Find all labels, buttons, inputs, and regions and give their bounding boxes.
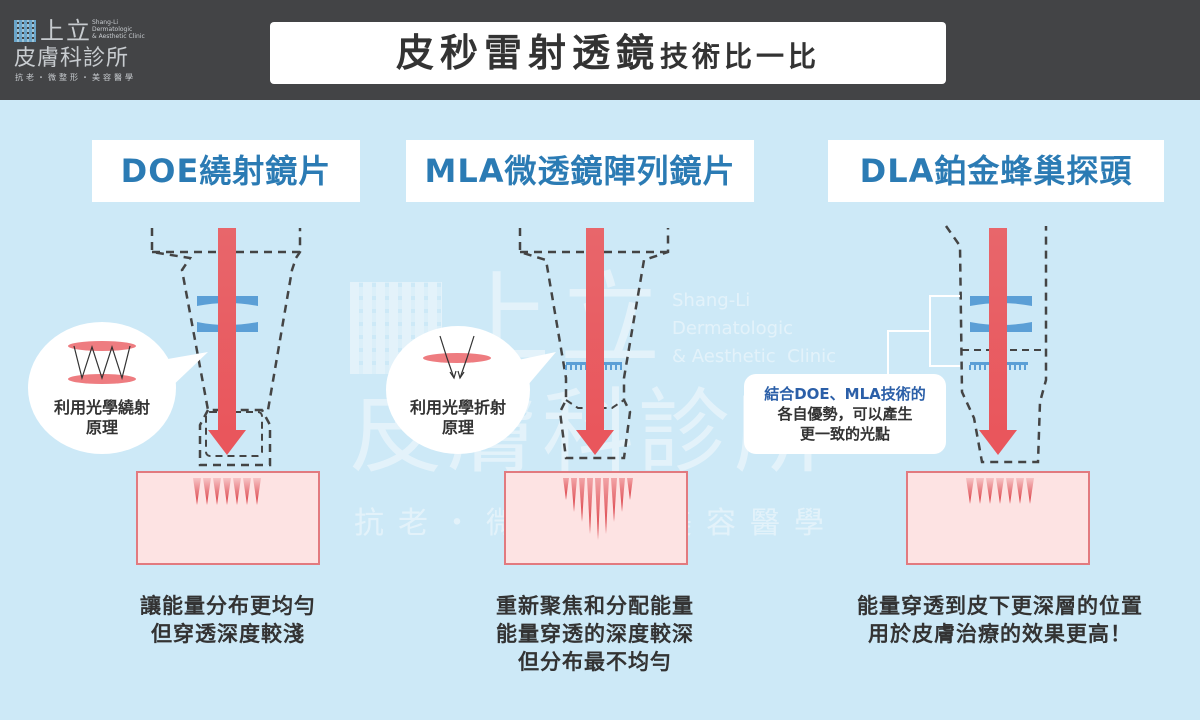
page-subtitle: 技術比一比	[660, 40, 821, 73]
dla-bracket	[887, 295, 960, 390]
doe-beam	[218, 228, 236, 433]
label-mla: MLA微透鏡陣列鏡片	[406, 140, 754, 202]
logo-grid-icon	[14, 20, 36, 42]
logo-name-top: 上立	[40, 17, 92, 45]
dla-housing-outline	[944, 225, 1048, 464]
logo-english-1: Shang-Li	[92, 19, 119, 26]
mla-refraction-arrows	[449, 370, 465, 380]
watermark-english-1: Shang-Li	[672, 290, 751, 311]
doe-energy-spikes	[193, 478, 261, 505]
mla-energy-spikes	[563, 478, 633, 540]
header-bar: 上立 Shang-Li Dermatologic & Aesthetic Cli…	[0, 0, 1200, 100]
mla-caption-line-3: 但分布最不均勻	[518, 650, 672, 674]
dla-caption-line-2: 用於皮膚治療的效果更高！	[868, 622, 1132, 646]
mla-bubble-text: 利用光學折射 原理	[390, 398, 526, 438]
dla-diagram	[744, 225, 1090, 565]
doe-caption-line-1: 讓能量分布更均勻	[140, 594, 316, 618]
doe-tip-outline	[198, 409, 272, 467]
dla-caption: 能量穿透到皮下更深層的位置 用於皮膚治療的效果更高！	[820, 592, 1180, 648]
dla-caption-line-1: 能量穿透到皮下更深層的位置	[857, 594, 1143, 618]
logo-tagline: 抗老・微整形・美容醫學	[15, 73, 136, 82]
clinic-logo: 上立 Shang-Li Dermatologic & Aesthetic Cli…	[14, 16, 164, 86]
mla-bubble-pointer	[518, 352, 556, 392]
logo-english: Shang-Li Dermatologic & Aesthetic Clinic	[92, 19, 145, 40]
doe-bubble-line-1: 利用光學繞射	[53, 398, 150, 417]
doe-bubble-text: 利用光學繞射 原理	[34, 398, 170, 438]
mla-refraction-rays	[439, 335, 475, 379]
dla-energy-spikes	[966, 478, 1034, 504]
mla-housing-outline	[518, 228, 670, 460]
label-doe: DOE繞射鏡片	[92, 140, 360, 202]
mla-caption-line-1: 重新聚焦和分配能量	[496, 594, 694, 618]
mla-caption-line-2: 能量穿透的深度較深	[496, 622, 694, 646]
doe-diffraction-zigzag	[73, 345, 131, 381]
watermark-english-2: Dermatologic	[672, 318, 793, 339]
doe-diffraction-top	[68, 341, 136, 351]
doe-beam-arrowhead	[208, 430, 246, 455]
page-title: 皮秒雷射透鏡	[395, 31, 660, 75]
dla-bubble	[744, 374, 946, 454]
doe-bubble-pointer	[162, 352, 208, 392]
logo-english-2: Dermatologic	[92, 26, 133, 33]
mla-bubble-line-1: 利用光學折射	[409, 398, 506, 417]
doe-diagram	[28, 228, 320, 565]
doe-bubble-line-2: 原理	[85, 418, 118, 437]
title-box: 皮秒雷射透鏡技術比一比	[270, 22, 946, 84]
mla-refraction-lens	[423, 353, 491, 363]
mla-beam	[586, 228, 604, 433]
watermark-english-3: & Aesthetic Clinic	[672, 346, 837, 367]
mla-bubble	[386, 326, 530, 454]
doe-bubble	[28, 322, 176, 454]
logo-name-bottom: 皮膚科診所	[14, 46, 130, 71]
dla-bubble-text: 結合DOE、MLA技術的 各自優勢，可以產生 更一致的光點	[744, 384, 946, 444]
mla-bubble-line-2: 原理	[441, 418, 474, 437]
dla-bubble-line-2: 各自優勢，可以產生	[777, 405, 913, 423]
mla-diagram	[386, 228, 688, 565]
mla-beam-arrowhead	[576, 430, 614, 455]
dla-bubble-line-3: 更一致的光點	[799, 425, 890, 443]
mla-caption: 重新聚焦和分配能量 能量穿透的深度較深 但分布最不均勻	[450, 592, 740, 676]
doe-housing-outline	[150, 228, 302, 412]
dla-bubble-line-1: 結合DOE、MLA技術的	[764, 385, 926, 403]
doe-caption-line-2: 但穿透深度較淺	[151, 622, 305, 646]
label-dla: DLA鉑金蜂巢探頭	[828, 140, 1164, 202]
dla-beam	[989, 228, 1007, 433]
doe-caption: 讓能量分布更均勻 但穿透深度較淺	[90, 592, 366, 648]
dla-beam-arrowhead	[979, 430, 1017, 455]
logo-english-3: & Aesthetic Clinic	[92, 33, 145, 40]
